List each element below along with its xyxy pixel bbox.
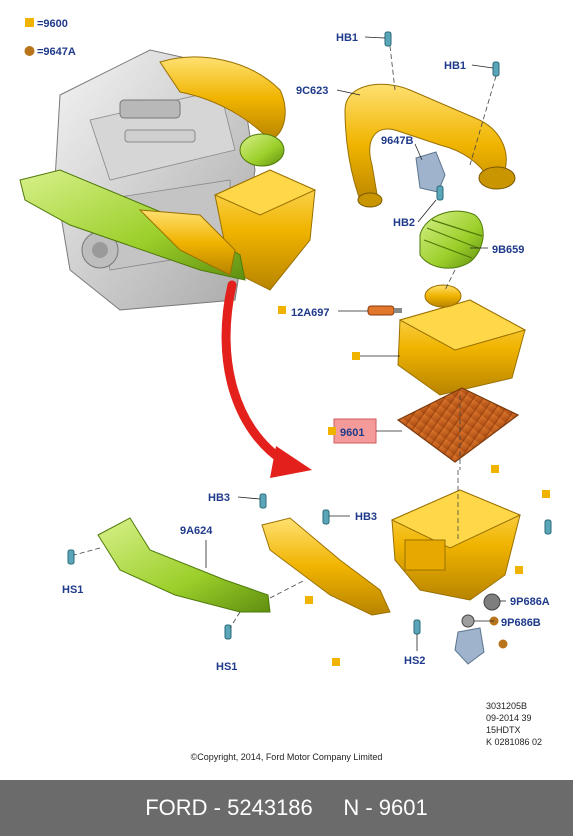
grommet-9p686a (483, 593, 501, 611)
label-hb1-top: HB1 (336, 32, 358, 44)
label-9c623: 9C623 (296, 85, 328, 97)
air-filter-element-9601 (396, 387, 520, 463)
engine-assembly-illustration (19, 49, 317, 311)
exploded-parts-diagram: =9600 =9647A (19, 18, 552, 673)
brown-marker-hs2 (498, 639, 508, 649)
label-hs1-bottom: HS1 (216, 661, 237, 673)
bolt-hb3-left (259, 493, 267, 509)
label-hb3-left: HB3 (208, 492, 230, 504)
label-hb1-right: HB1 (444, 60, 466, 72)
grommet-9p686b (461, 614, 475, 628)
footer-sep-1: - (207, 795, 228, 820)
legend-marker-9647a (24, 46, 35, 56)
bracket-9647b (415, 151, 446, 193)
label-hs2: HS2 (404, 655, 425, 667)
footer-gap (313, 795, 344, 821)
legend-marker-9600 (25, 18, 34, 27)
marker-duct-bottom (332, 658, 340, 666)
bolt-hs2 (413, 619, 421, 635)
bolt-hb2 (436, 185, 444, 201)
meta-line-1: 3031205B (486, 701, 528, 711)
marker-cover (352, 352, 360, 360)
marker-housing-bottom (515, 566, 523, 574)
intake-pipe-9c623 (344, 83, 516, 208)
air-box-housing (390, 489, 522, 601)
bolts (67, 31, 552, 640)
footer-brand: FORD (145, 795, 208, 820)
leader-lines (205, 36, 506, 651)
copyright-notice: ©Copyright, 2014, Ford Motor Company Lim… (190, 752, 383, 762)
label-9p686b: 9P686B (501, 617, 541, 629)
footer-bar: FORD - 5243186 N - 9601 (0, 780, 573, 836)
highlight-box-9601 (333, 418, 377, 444)
marker-housing-right (542, 490, 550, 498)
footer-n-code: 9601 (378, 795, 428, 820)
sensor-12a697 (367, 305, 402, 316)
bolt-hb1-right (492, 61, 500, 77)
label-12a697: 12A697 (291, 307, 330, 319)
marker-housing-top (491, 465, 499, 473)
legend: =9600 =9647A (24, 18, 76, 58)
legend-label-9647a: =9647A (37, 46, 76, 58)
hose-9b659 (419, 210, 484, 269)
bolt-hs1-bottom (224, 624, 232, 640)
label-hb3-right: HB3 (355, 511, 377, 523)
bolt-hb3-right (322, 509, 330, 525)
legend-label-9600: =9600 (37, 18, 68, 30)
alignment-lines (73, 45, 497, 629)
label-9647b: 9647B (381, 135, 413, 147)
marker-duct-left (305, 596, 313, 604)
marker-9601 (328, 427, 336, 435)
label-9601: 9601 (340, 427, 364, 439)
label-9b659: 9B659 (492, 244, 524, 256)
label-9p686a: 9P686A (510, 596, 550, 608)
marker-12a697 (278, 306, 286, 314)
meta-line-2: 09-2014 39 (486, 713, 532, 723)
label-9a624: 9A624 (180, 525, 213, 537)
label-hs1-left: HS1 (62, 584, 83, 596)
diagram-meta: 3031205B 09-2014 39 15HDTX K 0281086 02 (486, 700, 542, 748)
air-box-cover (397, 284, 527, 396)
bolt-hb1-top (384, 31, 392, 47)
part-markers (278, 306, 550, 666)
footer-n-prefix: N (343, 795, 360, 820)
bolt-housing-side (544, 519, 552, 535)
footer-part-number: 5243186 (227, 795, 313, 820)
lower-air-duct (261, 517, 391, 616)
meta-line-3: 15HDTX (486, 725, 521, 735)
bolt-hs1-left (67, 549, 75, 565)
footer-sep-2: - (359, 795, 379, 820)
label-hb2: HB2 (393, 217, 415, 229)
green-duct-9a624 (97, 517, 271, 613)
meta-line-4: K 0281086 02 (486, 737, 543, 747)
red-direction-arrow (221, 280, 312, 478)
callout-labels: HB1 HB1 9C623 9647B HB2 9B659 12A697 960… (62, 32, 550, 673)
bracket-hs2 (454, 627, 485, 665)
